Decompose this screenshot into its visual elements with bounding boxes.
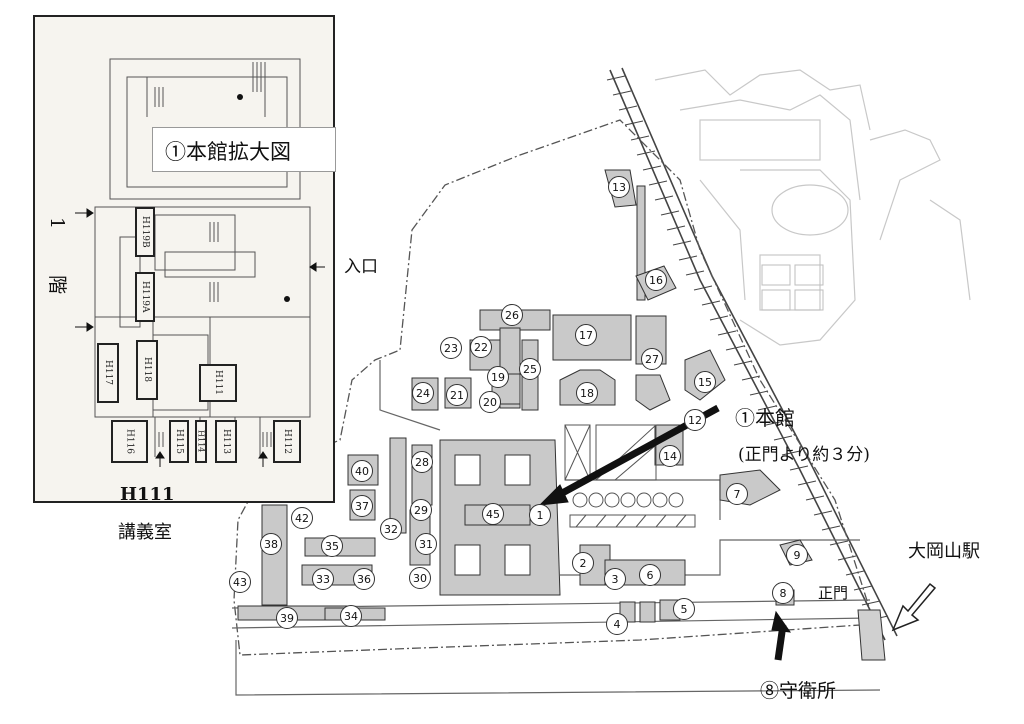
room-h118: H118 — [136, 340, 158, 400]
bldg-1[interactable]: 1 — [529, 504, 551, 526]
bldg-17[interactable]: 17 — [575, 324, 597, 346]
campus-boundary — [233, 119, 871, 656]
bldg-12[interactable]: 12 — [684, 409, 706, 431]
station-arrow — [891, 582, 937, 632]
railway — [609, 67, 898, 641]
bldg-40[interactable]: 40 — [351, 460, 373, 482]
inset-floorplan: ①本館拡大図 1 階 H119B H119A H117 H118 H111 H1… — [33, 15, 336, 503]
bldg-13[interactable]: 13 — [608, 176, 630, 198]
bldg-34[interactable]: 34 — [340, 605, 362, 627]
bldg-36[interactable]: 36 — [353, 568, 375, 590]
station-platform — [857, 609, 886, 661]
main-bldg-time: (正門より約３分) — [738, 445, 870, 465]
inset-title-box: ①本館拡大図 — [152, 127, 336, 172]
inset-title: ①本館拡大図 — [165, 140, 291, 164]
bldg-21[interactable]: 21 — [446, 384, 468, 406]
room-h114: H114 — [195, 420, 207, 463]
bldg-22[interactable]: 22 — [470, 336, 492, 358]
bldg-28[interactable]: 28 — [411, 451, 433, 473]
room-h115: H115 — [169, 420, 189, 463]
bldg-27[interactable]: 27 — [641, 348, 663, 370]
main-gate-label: 正門 — [818, 584, 849, 602]
main-bldg-callout: ①本館 — [735, 406, 795, 430]
room-h119a: H119A — [135, 272, 155, 322]
bldg-29[interactable]: 29 — [410, 499, 432, 521]
bldg-5[interactable]: 5 — [673, 598, 695, 620]
bldg-3[interactable]: 3 — [604, 568, 626, 590]
room-h112: H112 — [273, 420, 301, 463]
entrance-label: 入口 — [344, 257, 378, 277]
bldg-8[interactable]: 8 — [772, 582, 794, 604]
bldg-23[interactable]: 23 — [440, 337, 462, 359]
bldg-18[interactable]: 18 — [576, 382, 598, 404]
bldg-30[interactable]: 30 — [409, 567, 431, 589]
bldg-2[interactable]: 2 — [572, 552, 594, 574]
tennis-courts — [761, 264, 824, 311]
guard-label: ⑧守衛所 — [760, 680, 837, 702]
bldg-42[interactable]: 42 — [291, 507, 313, 529]
bldg-15[interactable]: 15 — [694, 371, 716, 393]
room-h117: H117 — [97, 343, 119, 403]
bldg-19[interactable]: 19 — [487, 366, 509, 388]
room-h113: H113 — [215, 420, 237, 463]
bldg-24[interactable]: 24 — [412, 382, 434, 404]
bldg-6[interactable]: 6 — [639, 564, 661, 586]
bldg-9[interactable]: 9 — [786, 544, 808, 566]
bldg-35[interactable]: 35 — [321, 535, 343, 557]
target-room-label: H111 — [120, 484, 175, 505]
bldg-38[interactable]: 38 — [260, 533, 282, 555]
room-h111[interactable]: H111 — [199, 364, 237, 402]
bldg-14[interactable]: 14 — [659, 445, 681, 467]
room-h116: H116 — [111, 420, 148, 463]
room-h119b: H119B — [135, 207, 155, 257]
bldg-26[interactable]: 26 — [501, 304, 523, 326]
floorplan-lines — [75, 58, 325, 467]
railway-ties — [606, 75, 889, 621]
bldg-20[interactable]: 20 — [479, 391, 501, 413]
floor-label: 1 階 — [46, 217, 68, 315]
neighborhood-outlines — [654, 69, 971, 346]
bldg-45[interactable]: 45 — [482, 503, 504, 525]
bldg-32[interactable]: 32 — [380, 518, 402, 540]
bldg-43[interactable]: 43 — [229, 571, 251, 593]
bldg-33[interactable]: 33 — [312, 568, 334, 590]
bldg-4[interactable]: 4 — [606, 613, 628, 635]
target-room-desc: 講義室 — [118, 522, 172, 543]
hatched-area — [564, 424, 696, 528]
bldg-7[interactable]: 7 — [726, 483, 748, 505]
bldg-39[interactable]: 39 — [276, 607, 298, 629]
bldg-16[interactable]: 16 — [645, 269, 667, 291]
station-label: 大岡山駅 — [908, 541, 980, 562]
bldg-37[interactable]: 37 — [351, 495, 373, 517]
bldg-25[interactable]: 25 — [519, 358, 541, 380]
bldg-31[interactable]: 31 — [415, 533, 437, 555]
